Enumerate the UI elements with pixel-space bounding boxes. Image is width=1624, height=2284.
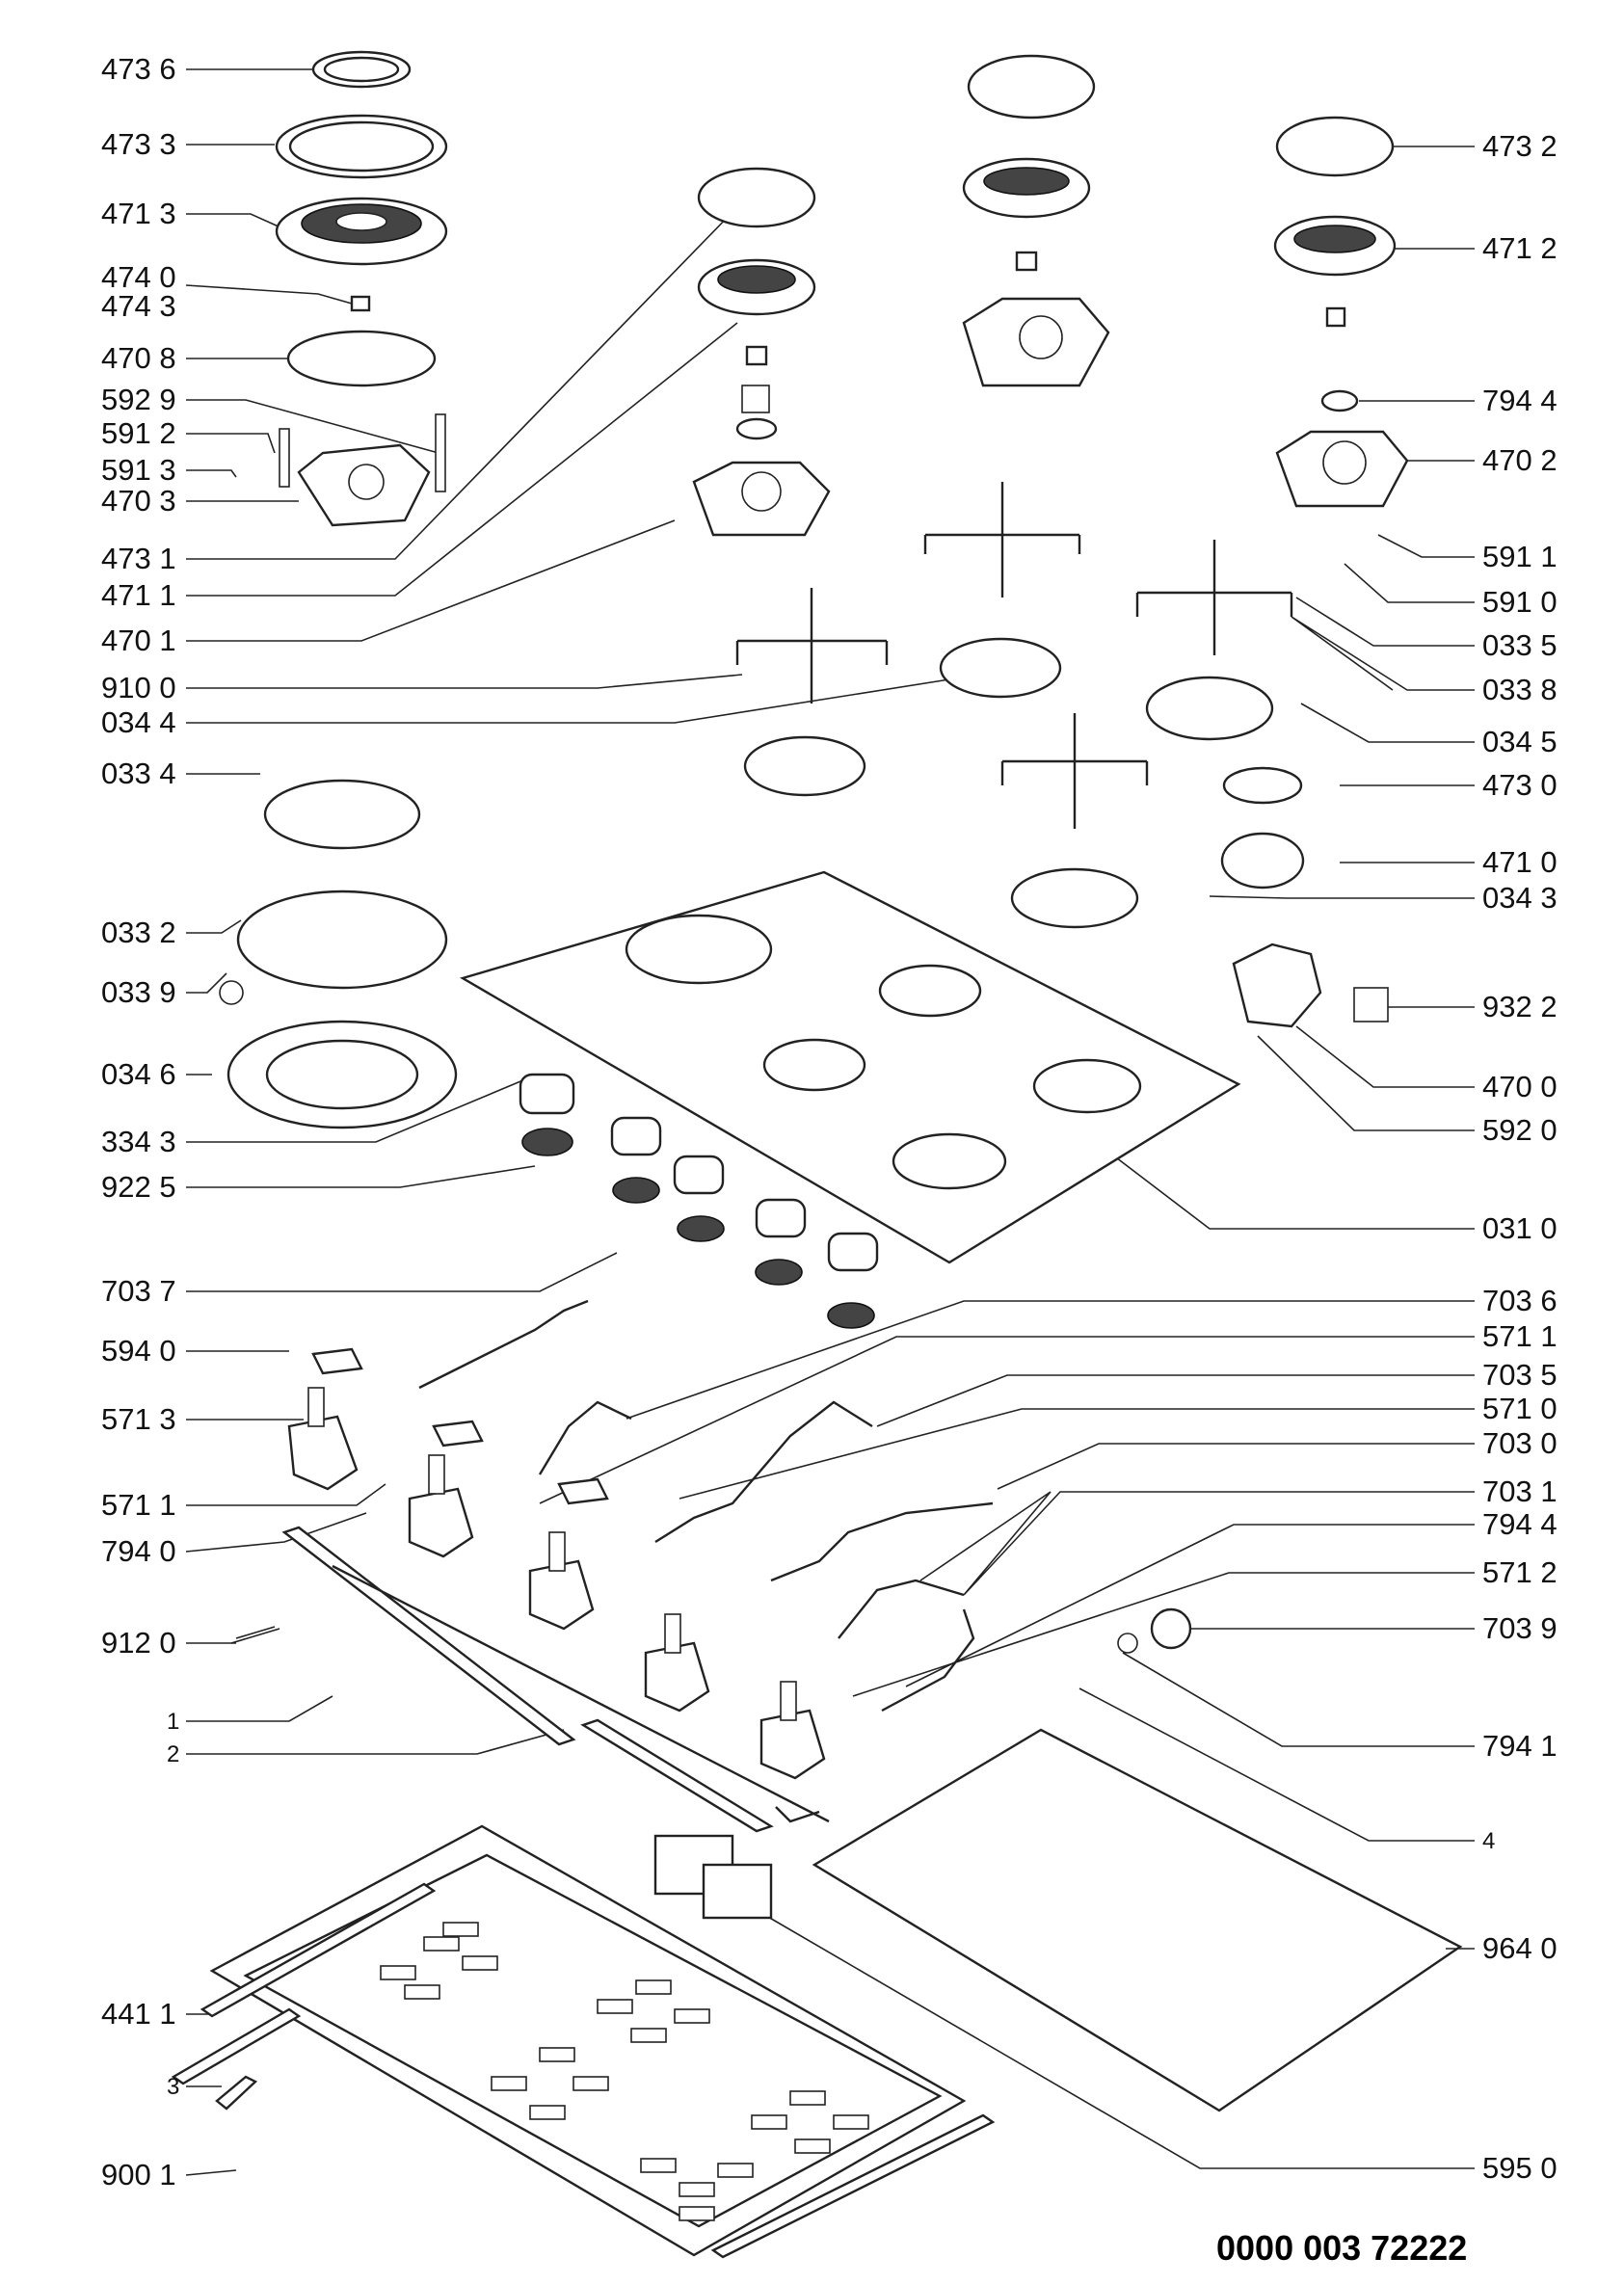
label-5713: 571 3 [101, 1402, 176, 1436]
label-4712: 471 2 [1482, 231, 1557, 265]
label-0332: 033 2 [101, 916, 176, 949]
label-9120: 912 0 [101, 1626, 176, 1660]
label-7036: 703 6 [1482, 1284, 1557, 1317]
label-9100: 910 0 [101, 671, 176, 704]
label-4708: 470 8 [101, 341, 176, 375]
label-7031: 703 1 [1482, 1474, 1557, 1508]
label-5711-left: 571 1 [101, 1488, 176, 1522]
label-7940: 794 0 [101, 1534, 176, 1568]
label-5913: 591 3 [101, 453, 176, 487]
label-4743: 474 3 [101, 289, 176, 323]
label-4733: 473 3 [101, 127, 176, 161]
label-9322: 932 2 [1482, 990, 1557, 1023]
label-5940: 594 0 [101, 1334, 176, 1368]
label-0339: 033 9 [101, 975, 176, 1009]
label-0345: 034 5 [1482, 725, 1557, 758]
label-4710: 471 0 [1482, 845, 1557, 879]
label-5711-right: 571 1 [1482, 1319, 1557, 1353]
label-4740: 474 0 [101, 260, 176, 294]
label-0335: 033 5 [1482, 628, 1557, 662]
label-7941: 794 1 [1482, 1729, 1557, 1763]
label-4736: 473 6 [101, 52, 176, 86]
label-4: 4 [1482, 1828, 1495, 1854]
label-3343: 334 3 [101, 1125, 176, 1158]
label-0344: 034 4 [101, 705, 176, 739]
label-5950: 595 0 [1482, 2151, 1557, 2185]
label-2: 2 [167, 1741, 179, 1767]
label-4703: 470 3 [101, 484, 176, 518]
parts [171, 50, 1463, 2259]
label-4701: 470 1 [101, 624, 176, 657]
label-0346: 034 6 [101, 1057, 176, 1091]
label-4731: 473 1 [101, 542, 176, 575]
label-5920: 592 0 [1482, 1113, 1557, 1147]
label-4730: 473 0 [1482, 768, 1557, 802]
label-0338: 033 8 [1482, 673, 1557, 706]
label-4732: 473 2 [1482, 129, 1557, 163]
label-3: 3 [167, 2074, 179, 2100]
label-7030: 703 0 [1482, 1426, 1557, 1460]
label-7039: 703 9 [1482, 1611, 1557, 1645]
label-5910: 591 0 [1482, 585, 1557, 619]
label-0310: 031 0 [1482, 1211, 1557, 1245]
label-4711: 471 1 [101, 578, 176, 612]
label-1: 1 [167, 1709, 179, 1735]
document-code: 0000 003 72222 [1216, 2228, 1467, 2268]
label-7944-bottom: 794 4 [1482, 1507, 1557, 1541]
label-7944-top: 794 4 [1482, 384, 1557, 417]
label-5710: 571 0 [1482, 1392, 1557, 1425]
label-9225: 922 5 [101, 1170, 176, 1204]
label-4411: 441 1 [101, 1997, 176, 2031]
label-4700: 470 0 [1482, 1070, 1557, 1103]
leader-lines [185, 68, 1475, 2176]
label-0343: 034 3 [1482, 881, 1557, 915]
label-5911: 591 1 [1482, 540, 1557, 573]
label-9640: 964 0 [1482, 1931, 1557, 1965]
label-4702: 470 2 [1482, 443, 1557, 477]
label-5912: 591 2 [101, 416, 176, 450]
label-4713: 471 3 [101, 197, 176, 230]
label-7035: 703 5 [1482, 1358, 1557, 1392]
label-5712: 571 2 [1482, 1555, 1557, 1589]
label-5929: 592 9 [101, 383, 176, 416]
label-7037: 703 7 [101, 1274, 176, 1308]
label-0334: 033 4 [101, 757, 176, 790]
label-9001: 900 1 [101, 2158, 176, 2191]
part-labels: 473 6 473 3 471 3 474 0 474 3 470 8 592 … [101, 52, 1557, 2191]
